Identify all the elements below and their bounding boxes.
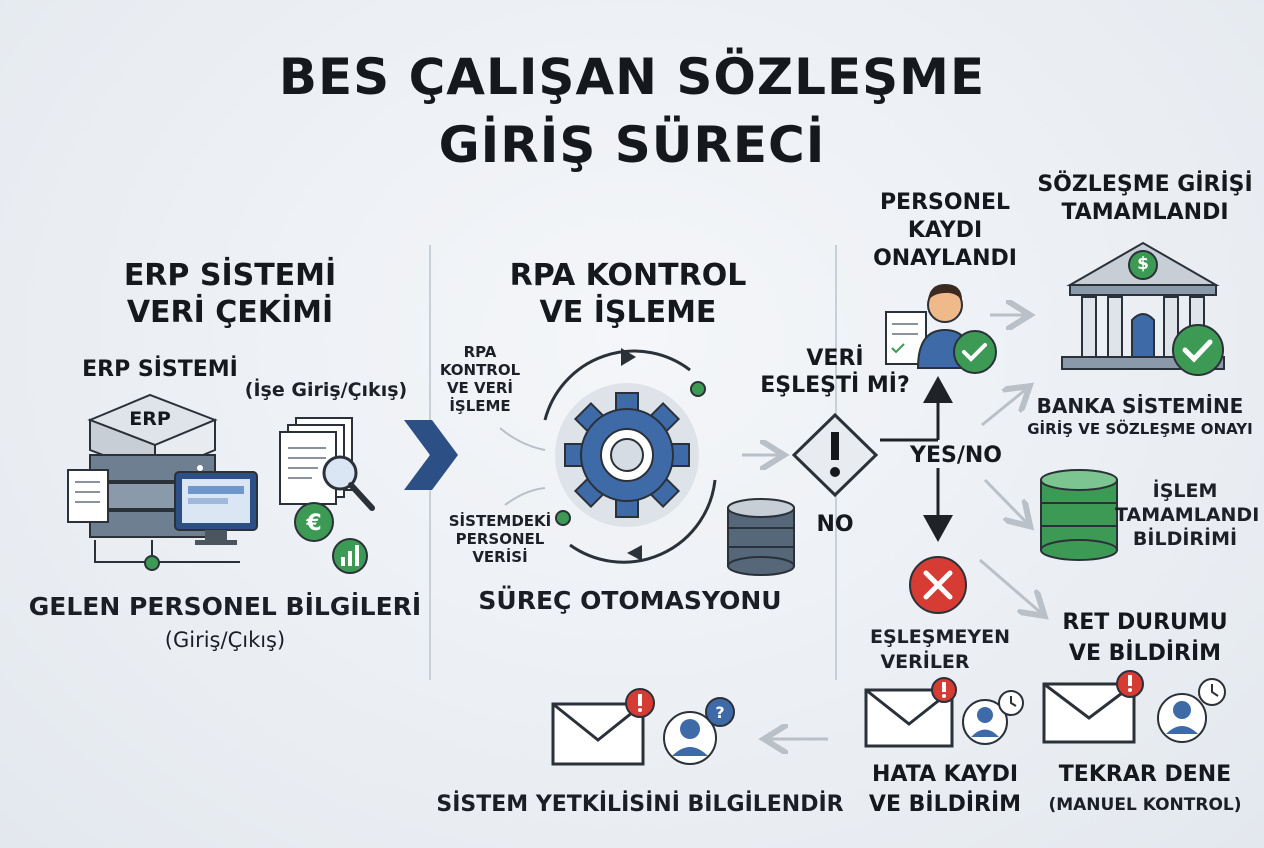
user-avatar-icon bbox=[663, 711, 717, 765]
process-automation-label: SÜREÇ OTOMASYONU bbox=[478, 586, 782, 615]
no-label: NO bbox=[816, 512, 854, 537]
clock-icon bbox=[1198, 678, 1226, 706]
system-data-label: VERİSİ bbox=[472, 548, 528, 566]
arrow bbox=[981, 390, 1025, 427]
contract-complete-label: TAMAMLANDI bbox=[1061, 200, 1229, 225]
node-dot bbox=[144, 555, 160, 571]
bank-entry-sublabel: GİRİŞ VE SÖZLEŞME ONAYI bbox=[1027, 420, 1253, 438]
process-complete-label: BİLDİRİMİ bbox=[1132, 528, 1238, 550]
personnel-document-icon bbox=[885, 311, 927, 365]
incoming-personnel-label: GELEN PERSONEL BİLGİLERİ bbox=[28, 592, 422, 621]
connector-line bbox=[499, 427, 546, 451]
mismatch-label: VERİLER bbox=[880, 651, 970, 673]
rpa-section-heading: RPA KONTROL bbox=[509, 258, 747, 293]
contract-complete-label: SÖZLEŞME GİRİŞİ bbox=[1037, 172, 1253, 197]
mismatch-label: EŞLEŞMEYEN bbox=[870, 626, 1010, 648]
erp-section-heading: ERP SİSTEMİ bbox=[123, 258, 337, 293]
arrow bbox=[979, 558, 1040, 612]
erp-server-text: ERP bbox=[129, 408, 171, 430]
alert-badge-icon bbox=[1116, 670, 1144, 698]
bank-entry-label: BANKA SİSTEMİNE bbox=[1036, 394, 1244, 418]
documents-search-icon bbox=[279, 417, 375, 511]
hire-exit-doc-label: (İşe Giriş/Çıkış) bbox=[244, 379, 408, 401]
connector-line bbox=[504, 487, 546, 506]
connector-line bbox=[94, 540, 240, 563]
decision-question-line2: EŞLEŞTİ Mİ? bbox=[760, 373, 910, 398]
error-log-label: HATA KAYDI bbox=[871, 762, 1019, 787]
rpa-side-label: RPA bbox=[463, 343, 497, 361]
cycle-arrows-icon bbox=[543, 348, 717, 564]
arrow bbox=[983, 478, 1026, 522]
error-log-label: VE BİLDİRİM bbox=[868, 792, 1022, 817]
rpa-side-label: İŞLEME bbox=[449, 397, 511, 415]
gear-icon bbox=[555, 383, 699, 527]
process-complete-label: TAMAMLANDI bbox=[1115, 504, 1260, 526]
process-complete-label: İŞLEM bbox=[1152, 480, 1218, 502]
database-icon bbox=[1040, 469, 1118, 561]
bar-chart-coin-icon bbox=[332, 538, 368, 574]
alert-badge-icon bbox=[931, 677, 957, 703]
rejection-label: VE BİLDİRİM bbox=[1068, 641, 1222, 666]
user-avatar-icon bbox=[1157, 693, 1207, 743]
check-badge-icon bbox=[1172, 324, 1224, 376]
envelope-icon bbox=[551, 702, 645, 766]
yes-no-label: YES/NO bbox=[910, 443, 1002, 468]
personnel-approved-label: KAYDI bbox=[907, 218, 983, 243]
page-title-line2: GİRİŞ SÜRECİ bbox=[438, 116, 826, 174]
decision-question: VERİ bbox=[806, 346, 864, 371]
database-icon bbox=[727, 498, 795, 576]
retry-label: TEKRAR DENE bbox=[1058, 762, 1232, 787]
personnel-approved-label: PERSONEL bbox=[879, 190, 1011, 215]
question-badge-icon: ? bbox=[705, 697, 735, 727]
warning-diamond-icon bbox=[791, 412, 879, 498]
svg-text:?: ? bbox=[715, 703, 724, 722]
retry-sublabel: (MANUEL KONTROL) bbox=[1048, 795, 1242, 815]
personnel-approved-label: ONAYLANDI bbox=[873, 246, 1017, 271]
document-icon bbox=[67, 469, 109, 523]
alert-badge-icon bbox=[625, 688, 655, 718]
rejection-label: RET DURUMU bbox=[1062, 610, 1228, 635]
dollar-symbol: $ bbox=[1137, 254, 1149, 274]
check-badge-icon bbox=[953, 330, 997, 374]
error-x-icon bbox=[909, 556, 967, 614]
incoming-personnel-sublabel: (Giriş/Çıkış) bbox=[164, 628, 286, 652]
erp-section-heading-line2: VERİ ÇEKİMİ bbox=[126, 295, 334, 330]
user-avatar-icon bbox=[962, 699, 1008, 745]
svg-text:€: € bbox=[305, 511, 321, 536]
envelope-icon bbox=[1042, 682, 1136, 744]
erp-system-label: ERP SİSTEMİ bbox=[82, 357, 238, 382]
monitor-icon bbox=[174, 471, 258, 545]
rpa-section-heading-line2: VE İŞLEME bbox=[539, 295, 717, 330]
euro-coin-icon: € bbox=[294, 502, 334, 542]
page-title: BES ÇALIŞAN SÖZLEŞME bbox=[278, 48, 986, 106]
system-data-label: PERSONEL bbox=[455, 530, 545, 548]
clock-icon bbox=[998, 690, 1024, 716]
rpa-side-label: VE VERİ bbox=[446, 379, 514, 397]
system-data-label: SİSTEMDEKİ bbox=[448, 512, 552, 530]
chevron-right-icon bbox=[404, 420, 458, 490]
erp-server-icon bbox=[87, 393, 218, 538]
notify-admin-label: SİSTEM YETKİLİSİNİ BİLGİLENDİR bbox=[436, 792, 844, 817]
rpa-side-label: KONTROL bbox=[439, 361, 521, 379]
